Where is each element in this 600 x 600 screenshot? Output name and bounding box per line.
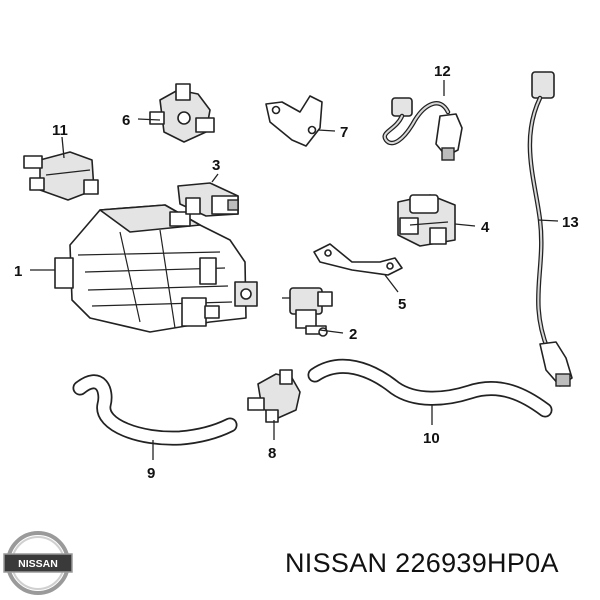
part-10-hose (307, 358, 553, 418)
part-2-valve (282, 287, 333, 337)
callout-4: 4 (481, 219, 490, 236)
logo-text: NISSAN (18, 558, 58, 570)
callout-9: 9 (147, 465, 155, 482)
part-6-valve (149, 83, 215, 143)
callout-5: 5 (398, 296, 406, 313)
callout-7: 7 (340, 124, 348, 141)
nissan-logo-icon: NISSAN (3, 531, 73, 595)
leader-lines (30, 80, 559, 460)
part-caption: NISSAN 226939HP0A (285, 548, 585, 579)
part-3-sensor (177, 182, 239, 217)
part-5-bracket (313, 243, 403, 276)
callout-8: 8 (268, 445, 276, 462)
part-12-sensor (382, 97, 463, 161)
callout-10: 10 (423, 430, 440, 447)
caption-brand: NISSAN (285, 548, 388, 578)
part-8-valve (247, 369, 301, 423)
callout-13: 13 (562, 214, 579, 231)
callout-11: 11 (52, 122, 68, 139)
callout-2: 2 (349, 326, 357, 343)
callout-6: 6 (122, 112, 130, 129)
callout-12: 12 (434, 63, 451, 80)
caption-part-number: 226939HP0A (395, 548, 559, 578)
part-1-canister (54, 204, 258, 333)
callout-numbers: 1 2 3 4 5 6 7 8 9 10 11 12 13 (14, 63, 579, 482)
part-4-solenoid (397, 194, 456, 247)
callout-1: 1 (14, 263, 22, 280)
part-9-hose (72, 374, 238, 446)
part-11-valve (23, 151, 99, 201)
callout-3: 3 (212, 157, 220, 174)
part-7-bracket (265, 95, 323, 147)
